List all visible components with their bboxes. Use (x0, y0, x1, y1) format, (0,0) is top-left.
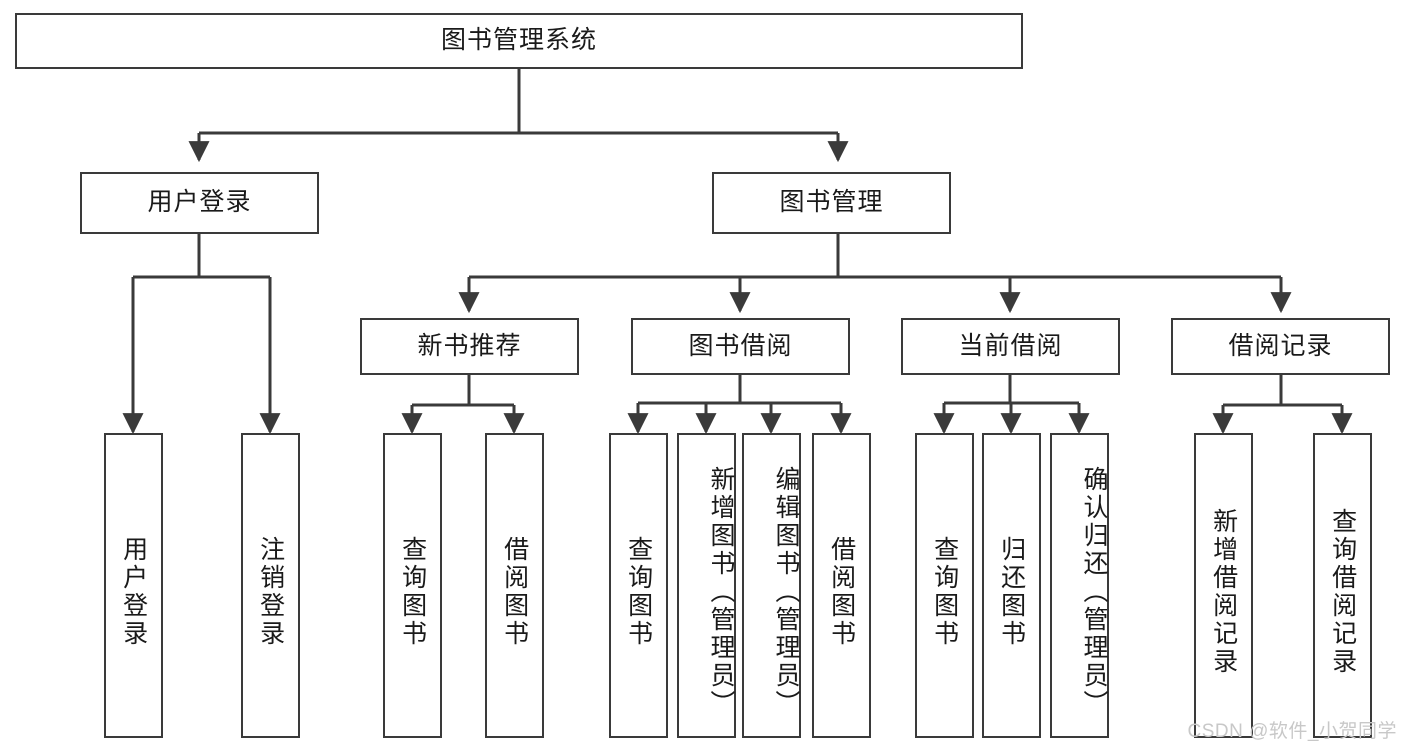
leaf-add-borrow-record[interactable]: 新增借阅记录 (1194, 433, 1253, 738)
node-book-borrow[interactable]: 图书借阅 (631, 318, 850, 375)
leaf-label: 查询图书 (930, 535, 959, 648)
node-current-borrow[interactable]: 当前借阅 (901, 318, 1120, 375)
leaf-query-borrow-record[interactable]: 查询借阅记录 (1313, 433, 1372, 738)
leaf-user-login[interactable]: 用户登录 (104, 433, 163, 738)
node-book-management[interactable]: 图书管理 (712, 172, 951, 234)
leaf-label: 借阅图书 (500, 535, 529, 648)
leaf-query-book-recommend[interactable]: 查询图书 (383, 433, 442, 738)
node-user-login[interactable]: 用户登录 (80, 172, 319, 234)
leaf-label: 注销登录 (256, 535, 285, 648)
leaf-label: 查询图书 (624, 535, 653, 648)
leaf-edit-book-admin[interactable]: 编辑图书（管理员） (742, 433, 801, 738)
leaf-label: 查询借阅记录 (1328, 507, 1357, 676)
leaf-return-book[interactable]: 归还图书 (982, 433, 1041, 738)
leaf-borrow-book-recommend[interactable]: 借阅图书 (485, 433, 544, 738)
leaf-label: 编辑图书（管理员） (772, 465, 800, 718)
leaf-label: 借阅图书 (827, 535, 856, 648)
leaf-label: 用户登录 (119, 535, 148, 648)
leaf-label: 新增图书（管理员） (707, 465, 735, 718)
leaf-borrow-book[interactable]: 借阅图书 (812, 433, 871, 738)
leaf-label: 新增借阅记录 (1209, 507, 1238, 676)
leaf-confirm-return-admin[interactable]: 确认归还（管理员） (1050, 433, 1109, 738)
leaf-label: 查询图书 (398, 535, 427, 648)
node-borrow-record[interactable]: 借阅记录 (1171, 318, 1390, 375)
node-new-book-recommend[interactable]: 新书推荐 (360, 318, 579, 375)
leaf-query-book-borrow[interactable]: 查询图书 (609, 433, 668, 738)
node-root-system[interactable]: 图书管理系统 (15, 13, 1023, 69)
leaf-label: 确认归还（管理员） (1080, 465, 1108, 718)
leaf-query-book-current[interactable]: 查询图书 (915, 433, 974, 738)
leaf-label: 归还图书 (997, 535, 1026, 648)
leaf-add-book-admin[interactable]: 新增图书（管理员） (677, 433, 736, 738)
leaf-logout-login[interactable]: 注销登录 (241, 433, 300, 738)
watermark-text: CSDN @软件_小贺同学 (1187, 721, 1397, 742)
